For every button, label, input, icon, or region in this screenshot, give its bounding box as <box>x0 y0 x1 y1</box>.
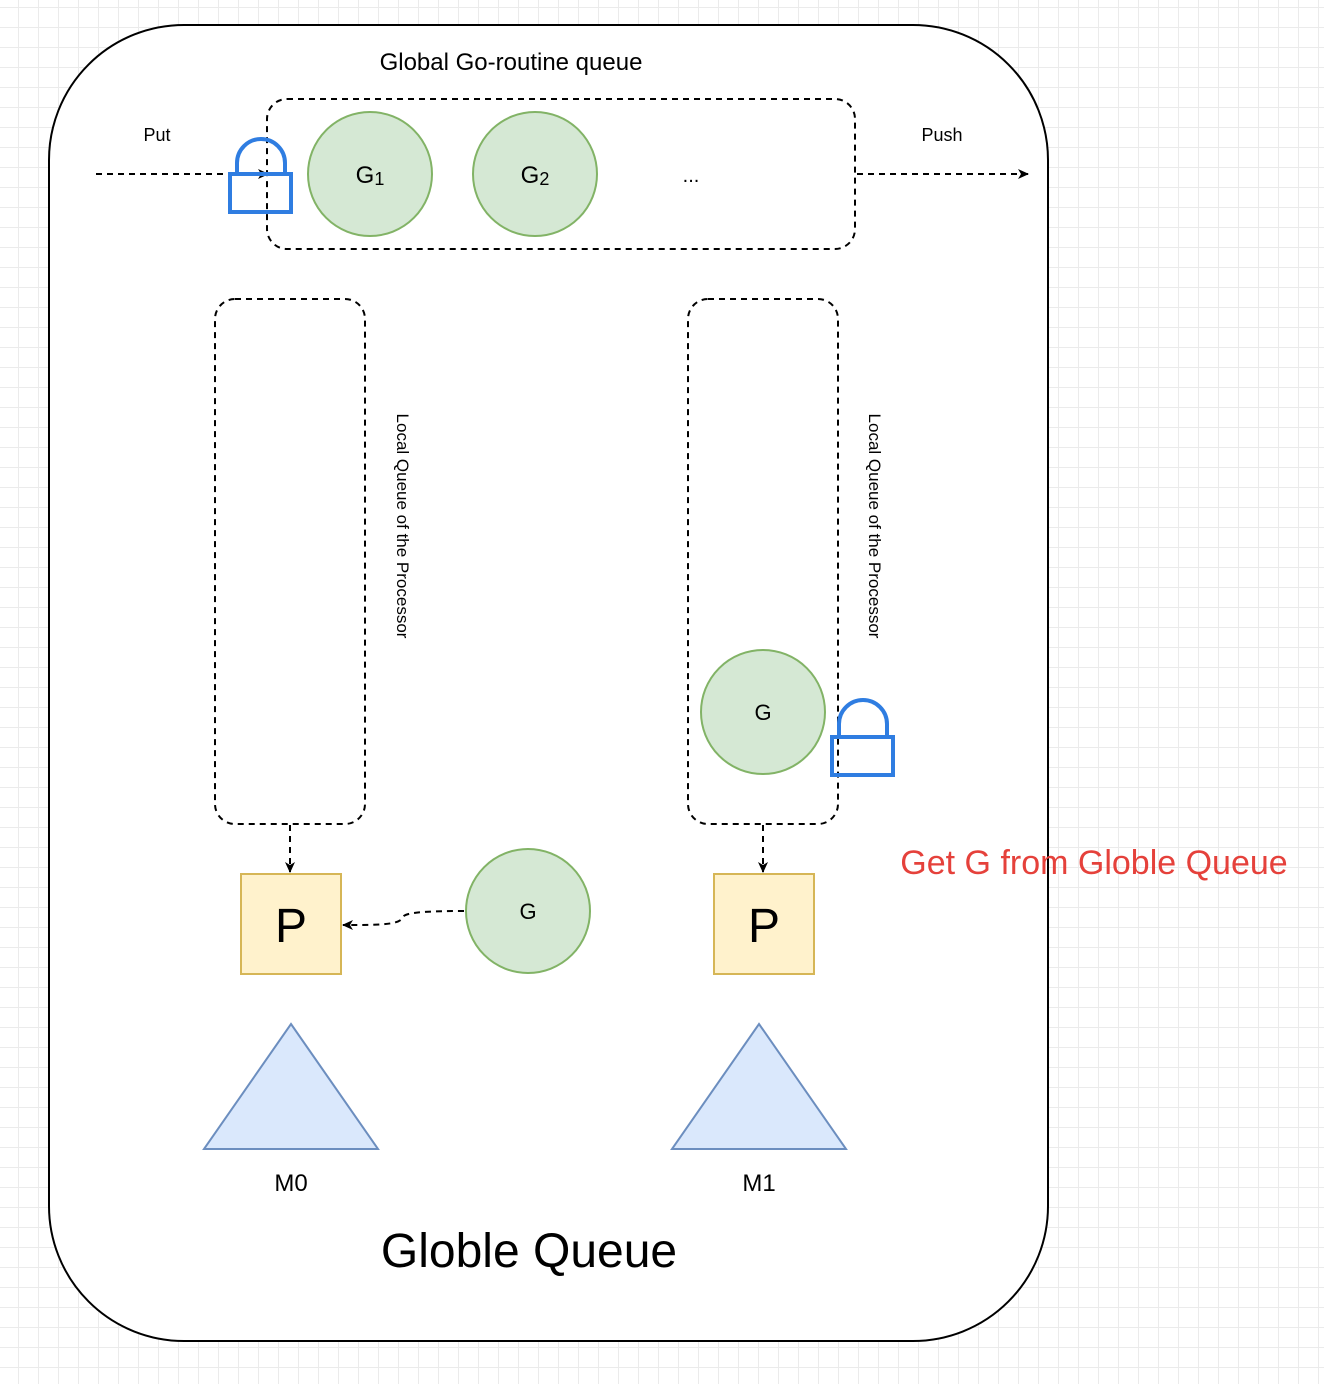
processor-p0-label: P <box>275 900 307 953</box>
goroutine-g1: G1 <box>307 111 433 237</box>
machine-m1: M1 <box>670 1022 848 1197</box>
goroutine-g2-subscript: 2 <box>539 169 549 189</box>
local-queue-p1 <box>687 298 839 825</box>
globle-queue-container <box>48 24 1049 1342</box>
globle-queue-label: Globle Queue <box>381 1225 677 1278</box>
goroutine-g1-subscript: 1 <box>374 169 384 189</box>
lock-icon <box>228 137 293 214</box>
svg-text:G1: G1 <box>356 162 385 189</box>
put-label: Put <box>143 125 170 145</box>
queue-ellipsis: ... <box>683 165 700 187</box>
goroutine-g2-label: G <box>521 162 540 189</box>
get-g-annotation: Get G from Globle Queue <box>900 844 1287 882</box>
lock-icon <box>830 698 895 777</box>
global-queue-title: Global Go-routine queue <box>380 49 643 76</box>
processor-p1: P <box>713 873 815 975</box>
processor-p0: P <box>240 873 342 975</box>
goroutine-local-p1: G <box>700 649 826 775</box>
goroutine-incoming-label: G <box>519 899 536 924</box>
goroutine-local-p1-label: G <box>754 700 771 725</box>
machine-m0: M0 <box>202 1022 380 1197</box>
machine-m1-label: M1 <box>742 1170 775 1197</box>
local-queue-p0 <box>214 298 366 825</box>
local-queue-p0-label: Local Queue of the Processor <box>393 414 412 639</box>
svg-text:G2: G2 <box>521 162 550 189</box>
goroutine-g2: G2 <box>472 111 598 237</box>
goroutine-g1-label: G <box>356 162 375 189</box>
processor-p1-label: P <box>748 900 780 953</box>
machine-m0-label: M0 <box>274 1170 307 1197</box>
local-queue-p1-label: Local Queue of the Processor <box>865 414 884 639</box>
push-label: Push <box>921 125 962 145</box>
goroutine-incoming: G <box>465 848 591 974</box>
